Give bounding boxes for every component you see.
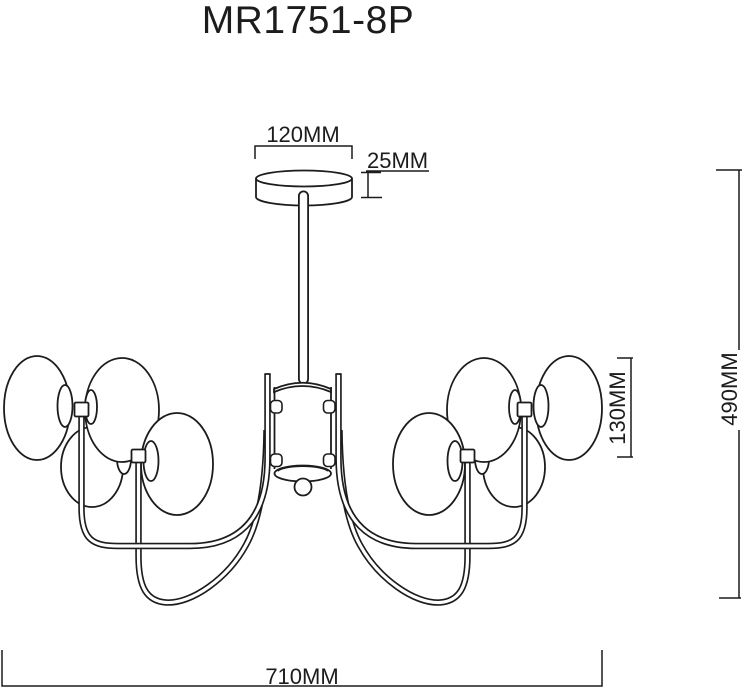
body-knob-bottom-right — [322, 453, 336, 468]
finial-ball — [293, 477, 313, 497]
dimension-canopy-height: 25MM — [361, 148, 429, 199]
left-upper-arm — [78, 374, 271, 550]
body-knob-top-left — [269, 399, 283, 414]
dim-canopy-width-line — [254, 145, 353, 159]
dimension-total-height: 490MM — [716, 169, 742, 599]
dim-shade-height-line — [617, 357, 633, 458]
dimension-total-width: 710MM — [1, 650, 603, 689]
left-lower-hub — [130, 448, 147, 464]
canopy-sides — [255, 178, 353, 197]
right-upper-arm — [335, 374, 528, 550]
body-knob-top-right — [322, 399, 336, 414]
dimension-canopy-width: 120MM — [254, 122, 353, 159]
dim-total-width-line — [1, 650, 603, 687]
shade-hubs — [73, 401, 533, 464]
body-knob-bottom-left — [269, 453, 283, 468]
left-upper-hub — [73, 401, 90, 418]
canopy-top — [255, 169, 353, 188]
dim-total-height-label: 490MM — [717, 352, 742, 425]
dim-canopy-height-label: 25MM — [367, 148, 428, 173]
product-title: MR1751-8P — [202, 0, 415, 42]
dim-shade-height-label: 130MM — [605, 371, 630, 444]
dim-total-width-label: 710MM — [265, 664, 338, 689]
right-outer-shade-rim — [532, 384, 550, 428]
dim-canopy-width-label: 120MM — [266, 122, 339, 147]
body-bottom-rim-inner — [276, 465, 329, 472]
central-body — [269, 381, 336, 497]
dim-canopy-height-line — [361, 170, 429, 199]
arms — [78, 373, 528, 606]
body-top-rim — [273, 381, 332, 394]
left-shade-cluster — [3, 355, 214, 516]
dim-total-height-line — [716, 169, 742, 599]
dimension-shade-height: 130MM — [605, 357, 633, 458]
left-outer-shade-rim — [56, 384, 74, 428]
right-upper-hub — [516, 401, 533, 418]
right-lower-hub — [459, 448, 476, 464]
body-walls — [273, 387, 332, 469]
right-shade-cluster — [392, 355, 603, 516]
